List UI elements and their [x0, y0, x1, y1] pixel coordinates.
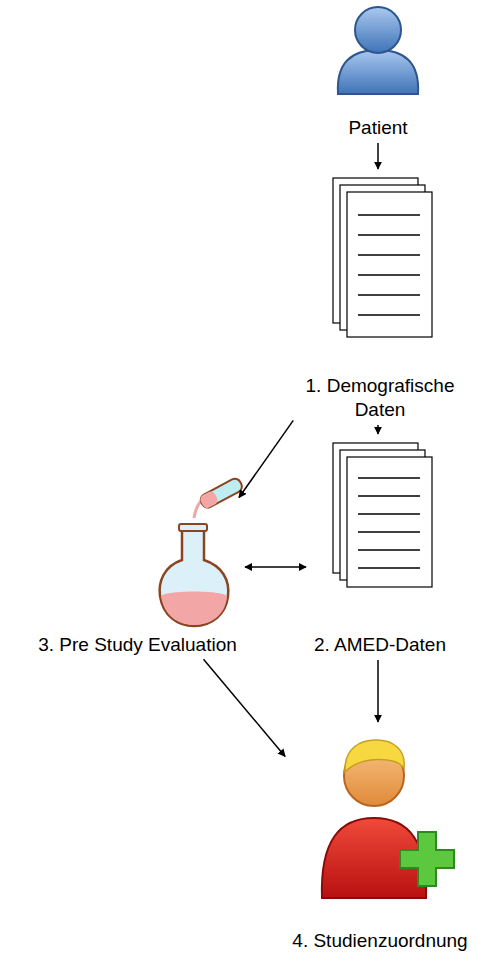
arrow-connector [377, 143, 379, 169]
node-label: Patient [348, 116, 407, 140]
icon-node: 4. Studienzuordnung [287, 725, 473, 953]
user-add-icon [322, 740, 454, 898]
person-icon [338, 7, 418, 94]
node-label: 4. Studienzuordnung [292, 929, 467, 953]
icon-node: Patient [333, 0, 423, 140]
document-stack [333, 443, 432, 587]
icon-node: 2. AMED-Daten [309, 437, 451, 657]
node-label: 3. Pre Study Evaluation [38, 633, 237, 657]
icon-node: 3. Pre Study Evaluation [33, 500, 242, 657]
node-label: 1. Demografische Daten [300, 374, 460, 422]
icon-node: 1. Demografische Daten [295, 172, 465, 422]
arrow-connector [377, 660, 379, 722]
node-label: 2. AMED-Daten [314, 633, 446, 657]
arrow-connector [245, 566, 306, 568]
arrow-connector [377, 425, 379, 434]
flask-icon [160, 477, 244, 626]
arrow-connector [239, 420, 293, 497]
document-stack [333, 178, 432, 337]
arrow-connector [204, 659, 286, 756]
